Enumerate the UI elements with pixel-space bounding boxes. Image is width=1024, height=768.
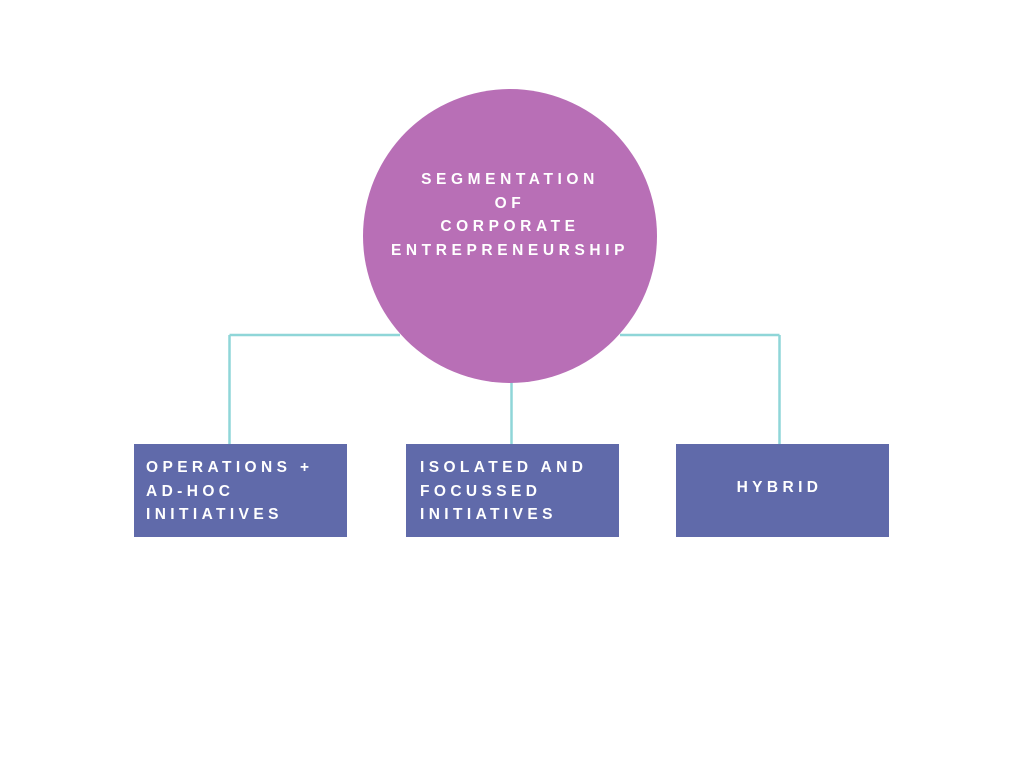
- child-node-isolated: ISOLATED AND FOCUSSED INITIATIVES: [406, 444, 619, 537]
- root-label-line-1: SEGMENTATION: [421, 171, 599, 188]
- child-label-line: ISOLATED AND: [420, 459, 588, 476]
- child-node-hybrid: HYBRID: [676, 444, 889, 537]
- child-label-line: OPERATIONS +: [146, 459, 314, 476]
- child-label-line: AD-HOC: [146, 482, 235, 500]
- child-label-line: INITIATIVES: [420, 506, 557, 523]
- child-label-line: FOCUSSED: [420, 482, 542, 500]
- root-node-circle: SEGMENTATION OF CORPORATE ENTREPRENEURSH…: [363, 89, 657, 383]
- child-label-line: HYBRID: [736, 478, 823, 496]
- child-label-line: INITIATIVES: [146, 506, 283, 523]
- root-label-line-3: CORPORATE: [440, 218, 580, 235]
- child-node-operations: OPERATIONS + AD-HOC INITIATIVES: [134, 444, 347, 537]
- root-label-line-4: ENTREPRENEURSHIP: [390, 241, 630, 259]
- root-label-line-2: OF: [494, 194, 526, 212]
